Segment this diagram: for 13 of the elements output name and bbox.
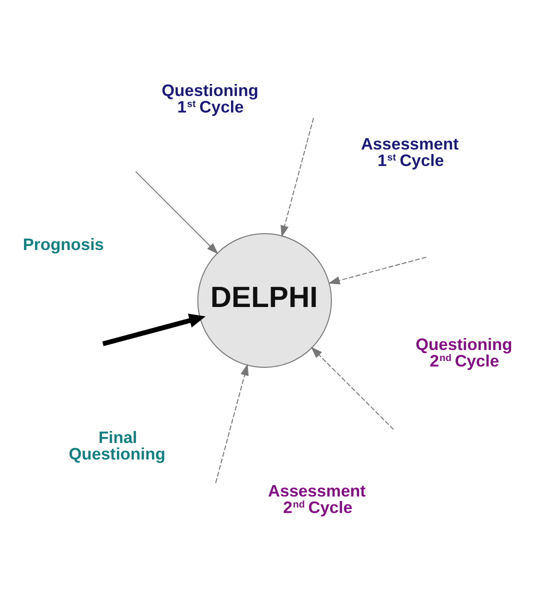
arrow	[328, 256, 427, 284]
node-text: Questioning 1$^{st}$ Cycle	[162, 80, 258, 117]
arrow	[215, 364, 249, 484]
arrow	[102, 314, 206, 346]
arrow	[280, 118, 314, 238]
arrow	[135, 171, 218, 254]
node-circle: DELPHI	[197, 233, 332, 368]
node-text: Assessment 1$^{st}$ Cycle	[360, 134, 459, 170]
node-text: Questioning 2$^{nd}$ Cycle	[416, 334, 512, 370]
node-text: Assessment 2$^{nd}$ Cycle	[268, 481, 366, 518]
node-text: Final Questioning	[68, 428, 166, 464]
arrow	[310, 346, 394, 430]
node-text: Prognosis	[22, 234, 104, 254]
